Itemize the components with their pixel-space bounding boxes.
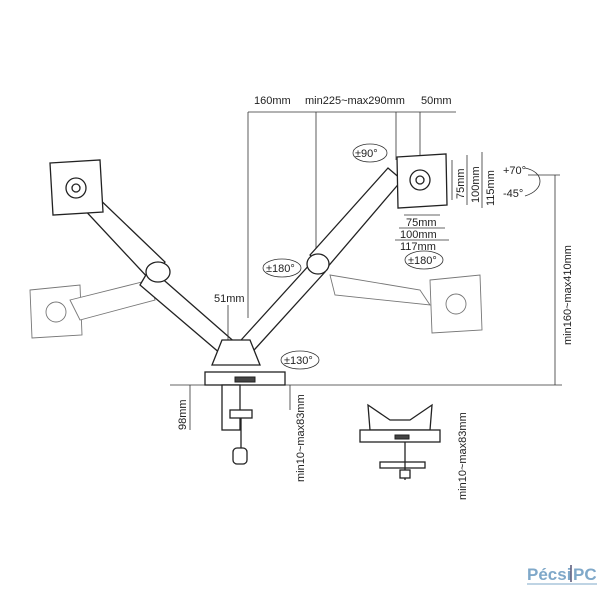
grommet-thickness-label: min10~max83mm [457,412,469,500]
vesa-dimension-lines [395,152,483,241]
base-clamp [189,339,291,465]
vesa-v-75-label: 75mm [455,168,467,199]
top-dimension-lines [247,111,456,318]
swivel-head-label: ±90° [355,148,378,160]
rotation-base-label: ±130° [284,355,313,367]
svg-text:Pécsi: Pécsi [527,565,571,584]
rotate-arrow-icon [262,258,302,278]
vesa-v-100-label: 100mm [470,166,482,203]
vesa-h-117-label: 117mm [400,241,436,253]
arm-length-label: min225~max290mm [305,95,405,107]
rotation-arm-label: ±180° [266,263,295,275]
rotation-screen-label: ±180° [408,255,437,267]
ghost-vesa-left [29,279,156,339]
svg-text:PC: PC [573,565,597,584]
left-arm [49,159,239,361]
grommet-mount [359,403,441,480]
pecsipc-logo: Pécsi PC [527,565,597,585]
total-height-label: min160~max410mm [562,245,574,345]
tilt-down-label: -45° [503,188,523,200]
arm-offset-label: 160mm [254,95,291,107]
rotate-arrow-icon [352,143,388,163]
head-offset-label: 50mm [421,95,452,107]
tilt-up-label: +70° [503,165,526,177]
right-arm [231,153,448,361]
vesa-h-75-label: 75mm [406,217,437,229]
rotate-arrow-icon [280,350,320,370]
ghost-vesa-right [329,274,483,334]
vesa-h-100-label: 100mm [400,229,437,241]
desk-thickness-label: min10~max83mm [295,394,307,482]
vesa-v-115-label: 115mm [485,170,497,206]
clamp-height-label: 98mm [177,399,189,430]
pole-width-label: 51mm [214,293,245,305]
rotate-arrow-icon [404,250,444,270]
tilt-arrow-icon [524,167,541,197]
